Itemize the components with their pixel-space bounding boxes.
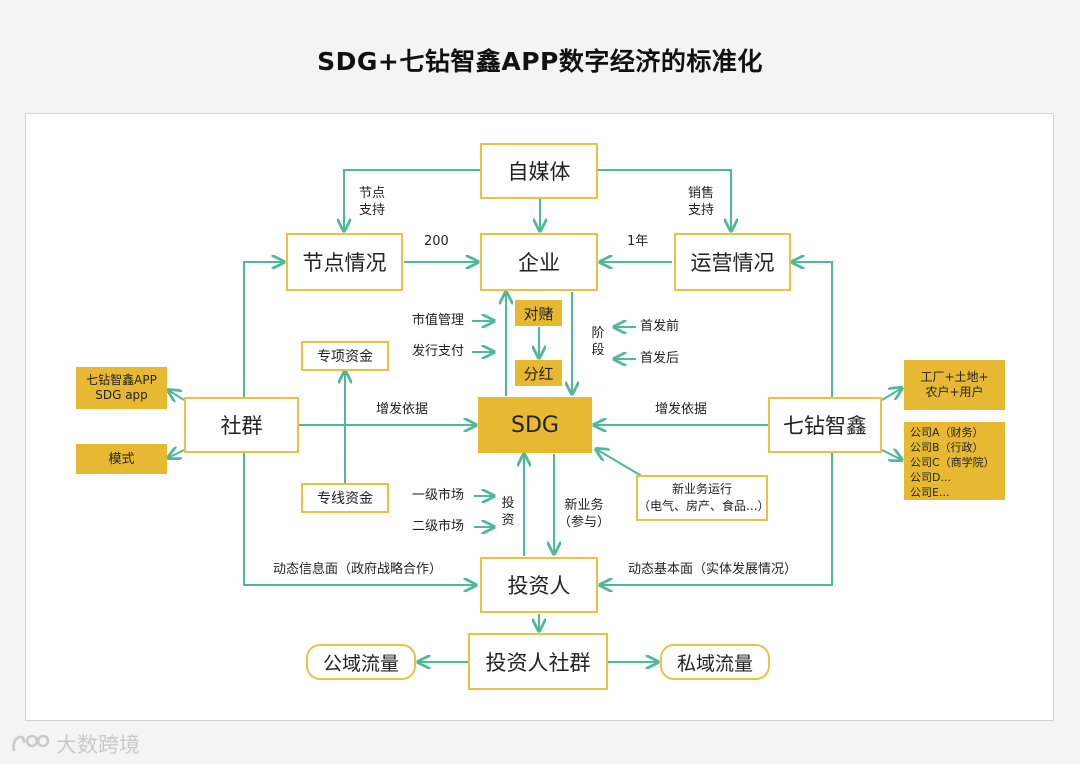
label-new-business: 新业务 （参与）	[557, 498, 610, 530]
node-sdg: SDG	[478, 397, 592, 453]
arrow-community-node	[243, 262, 284, 397]
label-one-year: 1年	[627, 234, 649, 249]
arrow-community-mode	[168, 450, 185, 458]
label-200: 200	[424, 234, 449, 249]
watermark-logo-icon	[12, 734, 50, 752]
node-line-fund: 专线资金	[301, 483, 389, 513]
tag-factory: 工厂+土地+ 农户+用户	[904, 360, 1005, 410]
label-issue-payment: 发行支付	[412, 344, 465, 359]
label-dynamic-info: 动态信息面（政府战略合作）	[273, 562, 443, 577]
node-dividend: 分红	[515, 360, 562, 386]
node-investor: 投资人	[480, 557, 598, 613]
label-issue-basis-right: 增发依据	[655, 402, 708, 417]
label-stage: 阶 段	[591, 326, 605, 358]
node-enterprise: 企业	[480, 233, 598, 291]
label-node-support: 节点 支持	[358, 186, 385, 218]
arrow-media-node	[344, 169, 480, 231]
tag-companies: 公司A（财务） 公司B（行政） 公司C（商学院） 公司D... 公司E...	[904, 422, 1005, 500]
arrow-qizuan-operation	[792, 262, 833, 397]
label-market-value: 市值管理	[412, 313, 465, 328]
label-primary-market: 一级市场	[412, 488, 465, 503]
arrow-qizuan-factory	[881, 388, 902, 401]
label-dynamic-fundamental: 动态基本面（实体发展情况）	[628, 562, 798, 577]
label-post-ipo: 首发后	[640, 351, 680, 366]
node-qizuan: 七钻智鑫	[768, 397, 882, 453]
node-bet: 对赌	[515, 300, 562, 326]
label-issue-basis-left: 增发依据	[376, 402, 429, 417]
label-pre-ipo: 首发前	[640, 319, 680, 334]
node-operation-status: 运营情况	[674, 233, 791, 291]
node-node-status: 节点情况	[286, 233, 403, 291]
watermark-text: 大数跨境	[56, 733, 140, 757]
arrow-community-app	[168, 390, 185, 400]
arrow-newbiz-sdg	[596, 449, 646, 479]
tag-mode: 模式	[76, 444, 167, 474]
watermark: 大数跨境	[10, 729, 140, 759]
node-public-traffic: 公域流量	[306, 644, 416, 680]
arrow-media-operation	[598, 169, 731, 231]
node-new-business: 新业务运行 （电气、房产、食品...）	[636, 475, 769, 521]
node-investor-community: 投资人社群	[468, 633, 608, 690]
arrow-community-investor	[243, 453, 476, 585]
label-sales-support: 销售 支持	[687, 186, 714, 218]
tag-app: 七钻智鑫APP SDG app	[76, 367, 167, 409]
node-special-fund: 专项资金	[301, 341, 389, 371]
node-private-traffic: 私域流量	[660, 644, 770, 680]
label-investment: 投 资	[501, 496, 515, 528]
arrow-qizuan-companies	[881, 450, 902, 460]
arrow-qizuan-investor	[600, 453, 833, 585]
node-self-media: 自媒体	[480, 143, 598, 199]
label-secondary-market: 二级市场	[412, 519, 465, 534]
page-title: SDG+七钻智鑫APP数字经济的标准化	[317, 47, 763, 76]
node-community: 社群	[184, 397, 299, 453]
